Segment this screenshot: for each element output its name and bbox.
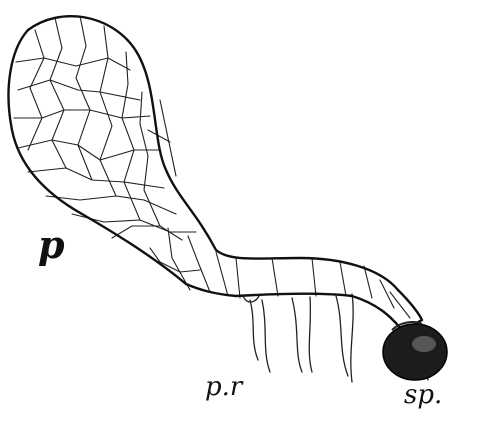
spore	[383, 322, 447, 380]
cell-network	[14, 16, 410, 318]
label-spore: sp.	[404, 380, 442, 410]
label-prothallus: p	[38, 222, 65, 267]
label-rhizoids: p.r	[205, 372, 242, 402]
